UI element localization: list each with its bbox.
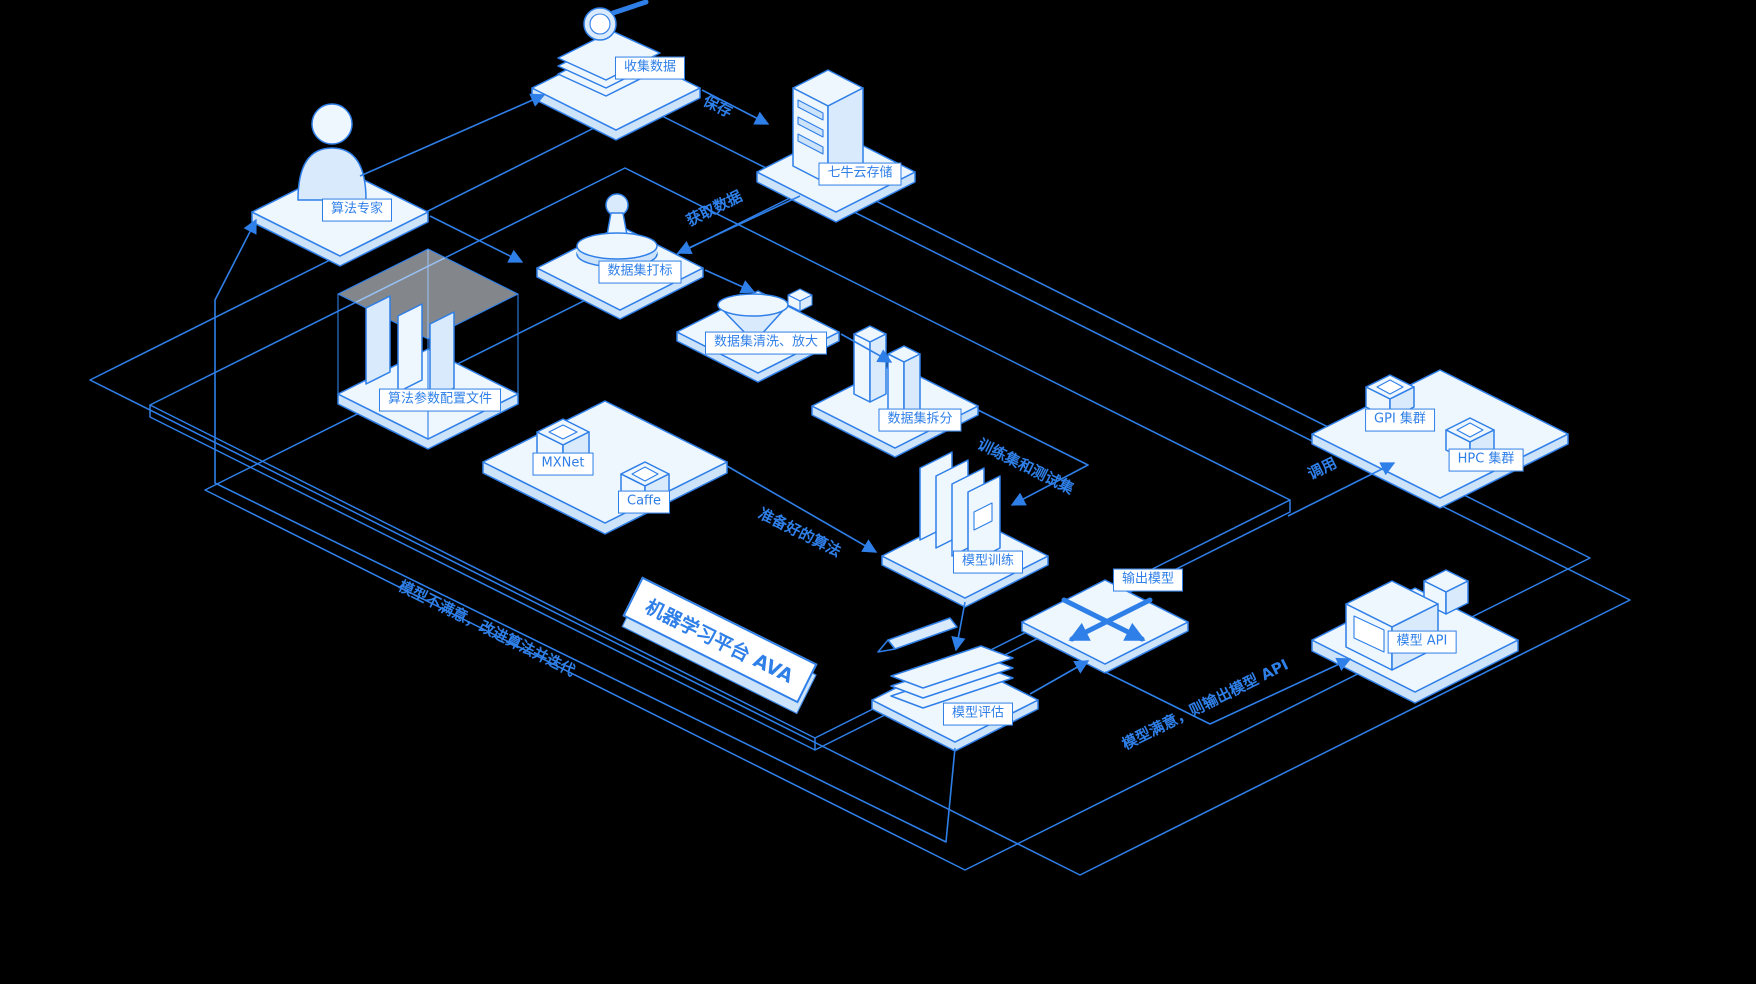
flow-arrows xyxy=(214,89,1396,843)
node-label-split: 数据集拆分 xyxy=(878,408,962,432)
node-label-mxnet: MXNet xyxy=(532,452,594,476)
node-label-qiniu: 七牛云存储 xyxy=(818,162,902,186)
platform-clusters xyxy=(1311,369,1569,509)
documents-icon xyxy=(919,451,1001,565)
node-label-gpi: GPI 集群 xyxy=(1365,408,1435,432)
node-label-expert: 算法专家 xyxy=(321,198,393,222)
server-icon xyxy=(792,69,864,185)
output-arrows-icon xyxy=(1061,597,1153,642)
paper-pen-icon xyxy=(877,617,1014,709)
platform-frameworks xyxy=(482,400,728,535)
node-label-collect: 收集数据 xyxy=(614,56,686,80)
node-label-hpc: HPC 集群 xyxy=(1448,448,1524,472)
node-label-training: 模型训练 xyxy=(952,550,1024,574)
node-label-output: 输出模型 xyxy=(1112,568,1184,592)
node-label-api: 模型 API xyxy=(1387,630,1457,654)
books-icon xyxy=(365,295,455,401)
stamp-icon xyxy=(576,193,658,268)
person-icon xyxy=(297,103,367,201)
node-label-eval: 模型评估 xyxy=(942,702,1014,726)
node-label-caffe: Caffe xyxy=(618,490,670,514)
platform-output xyxy=(1021,579,1189,674)
node-label-labeling: 数据集打标 xyxy=(598,260,682,284)
plane-outer xyxy=(89,104,1631,876)
node-label-config: 算法参数配置文件 xyxy=(378,388,502,412)
node-label-cleaning: 数据集清洗、放大 xyxy=(704,331,828,355)
